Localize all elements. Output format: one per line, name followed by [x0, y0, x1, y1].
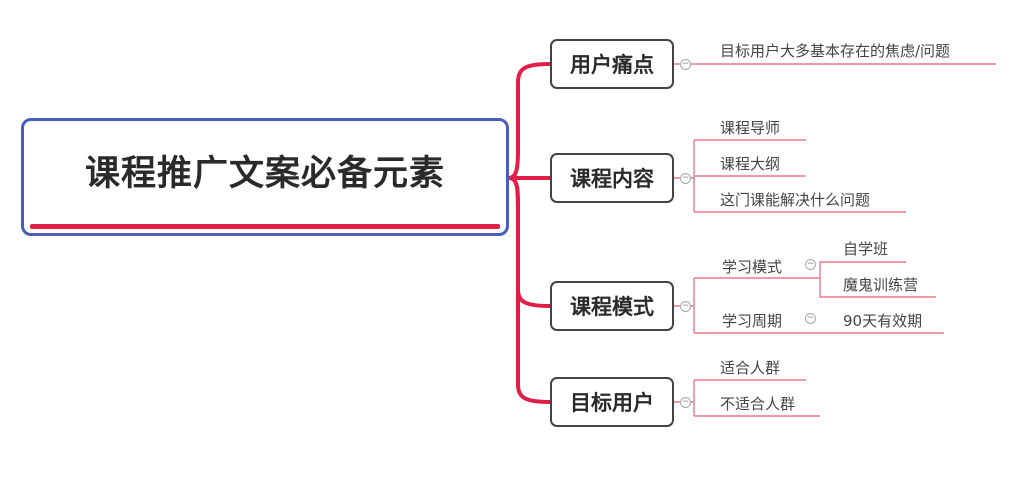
- connector-branch-3: [507, 176, 552, 308]
- collapse-minus-icon[interactable]: −: [680, 397, 691, 408]
- leaf-course-outline[interactable]: 课程大纲: [720, 155, 781, 173]
- branch-node-course-mode[interactable]: 课程模式: [550, 281, 674, 331]
- collapse-minus-icon[interactable]: −: [680, 59, 691, 70]
- leaf-suitable-audience[interactable]: 适合人群: [720, 359, 781, 377]
- branch-node-target-user[interactable]: 目标用户: [550, 377, 674, 427]
- leaf-bootcamp[interactable]: 魔鬼训练营: [843, 276, 919, 294]
- leaf-90-days[interactable]: 90天有效期: [843, 312, 923, 330]
- leaf-unsuitable-audience[interactable]: 不适合人群: [720, 395, 796, 413]
- branch-node-course-content[interactable]: 课程内容: [550, 153, 674, 203]
- connector-branch-1: [507, 62, 552, 180]
- leaf-course-solves[interactable]: 这门课能解决什么问题: [720, 191, 871, 209]
- collapse-minus-icon[interactable]: −: [680, 301, 691, 312]
- collapse-minus-icon[interactable]: −: [680, 173, 691, 184]
- leaf-learning-mode[interactable]: 学习模式: [722, 258, 783, 276]
- leaf-line-3-1-1: [819, 261, 906, 278]
- collapse-minus-icon[interactable]: −: [805, 313, 816, 324]
- root-node[interactable]: 课程推广文案必备元素: [21, 118, 509, 236]
- branch-node-user-pain[interactable]: 用户痛点: [550, 39, 674, 89]
- connector-branch-4: [507, 176, 552, 404]
- root-accent-bar: [30, 224, 500, 229]
- leaf-learning-period[interactable]: 学习周期: [722, 312, 783, 330]
- leaf-line-3-1-2: [819, 278, 936, 298]
- root-title: 课程推广文案必备元素: [84, 154, 445, 194]
- leaf-course-tutor[interactable]: 课程导师: [720, 119, 781, 137]
- leaf-user-anxiety[interactable]: 目标用户大多基本存在的焦虑/问题: [720, 42, 951, 60]
- collapse-minus-icon[interactable]: −: [805, 259, 816, 270]
- leaf-self-study[interactable]: 自学班: [843, 240, 889, 258]
